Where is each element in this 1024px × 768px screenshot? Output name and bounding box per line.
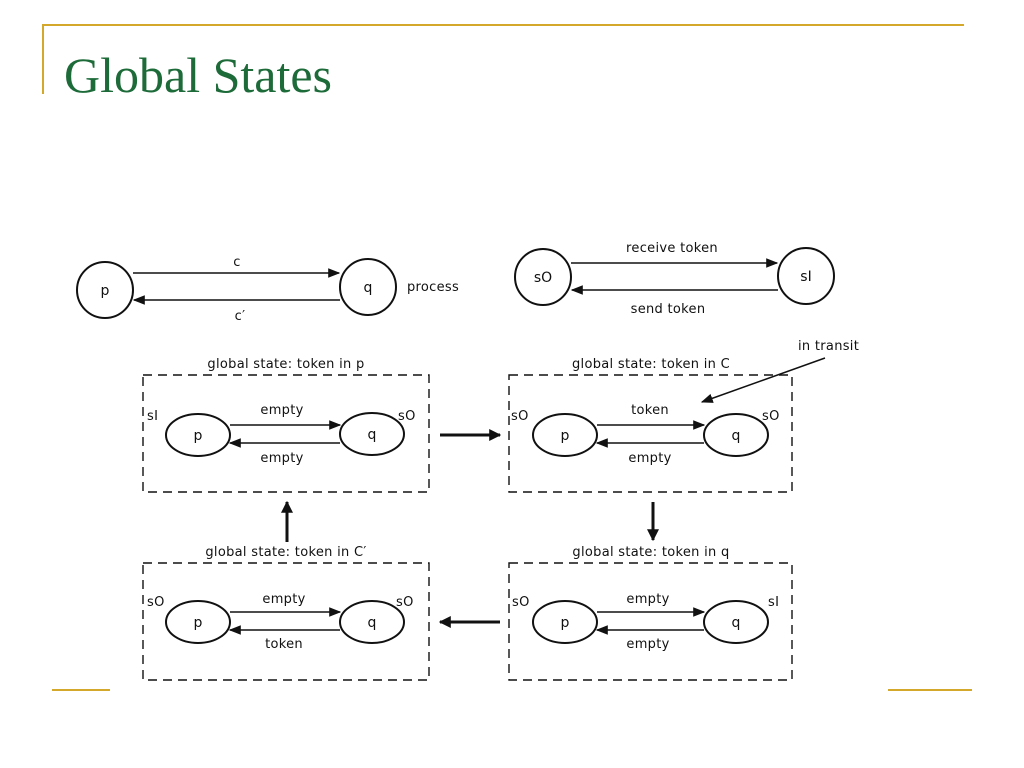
process-node-p bbox=[76, 261, 134, 319]
state-node-s1-label: sI bbox=[800, 269, 811, 285]
global-state-box bbox=[142, 374, 430, 493]
bottom-right-frame-line bbox=[888, 689, 972, 691]
process-node-q bbox=[339, 258, 397, 316]
p-state-label: sO bbox=[512, 595, 530, 610]
channel-c-label: token bbox=[631, 403, 669, 418]
state-node-s0-label: sO bbox=[534, 270, 552, 286]
global-state-title: global state: token in p bbox=[207, 357, 364, 372]
node-p bbox=[165, 600, 231, 644]
process-node-q-label: q bbox=[364, 280, 373, 296]
global-state-box bbox=[142, 562, 430, 681]
process-label: process bbox=[407, 280, 459, 295]
global-state-box bbox=[508, 374, 793, 493]
node-p-label: p bbox=[561, 428, 570, 444]
global-state-box bbox=[508, 562, 793, 681]
process-node-p-label: p bbox=[101, 283, 110, 299]
node-q-label: q bbox=[732, 428, 741, 444]
node-q bbox=[703, 600, 769, 644]
channel-c-prime-label: empty bbox=[628, 451, 671, 466]
node-q bbox=[339, 412, 405, 456]
channel-c-label: c bbox=[233, 255, 240, 270]
channel-c-prime-label: empty bbox=[626, 637, 669, 652]
q-state-label: sO bbox=[398, 409, 416, 424]
channel-c-label: empty bbox=[262, 592, 305, 607]
channel-c-label: empty bbox=[626, 592, 669, 607]
p-state-label: sO bbox=[147, 595, 165, 610]
global-state-token-in-c-prime: global state: token in C′ sO sO p q empt… bbox=[142, 545, 430, 681]
state-node-s0 bbox=[514, 248, 572, 306]
node-p-label: p bbox=[561, 615, 570, 631]
left-frame-line bbox=[42, 24, 44, 94]
node-q-label: q bbox=[732, 615, 741, 631]
process-diagram: p q c c′ process bbox=[76, 255, 459, 324]
global-state-token-in-q: global state: token in q sO sI p q empty… bbox=[508, 545, 793, 681]
q-state-label: sO bbox=[762, 409, 780, 424]
slide-title: Global States bbox=[64, 47, 333, 103]
node-q bbox=[703, 413, 769, 457]
node-q bbox=[339, 600, 405, 644]
q-state-label: sI bbox=[768, 595, 779, 610]
channel-c-prime-label: token bbox=[265, 637, 303, 652]
token-state-machine: sO sI receive token send token bbox=[514, 241, 835, 317]
p-state-label: sI bbox=[147, 409, 158, 424]
receive-token-label: receive token bbox=[626, 241, 718, 256]
send-token-label: send token bbox=[631, 302, 706, 317]
node-q-label: q bbox=[368, 615, 377, 631]
global-state-title: global state: token in C bbox=[572, 357, 730, 372]
node-p bbox=[532, 413, 598, 457]
top-frame-line bbox=[42, 24, 964, 26]
node-p-label: p bbox=[194, 428, 203, 444]
global-state-title: global state: token in C′ bbox=[205, 545, 366, 560]
in-transit-pointer-arrow bbox=[700, 357, 826, 403]
node-q-label: q bbox=[368, 427, 377, 443]
global-state-token-in-p: global state: token in p sI sO p q empty… bbox=[142, 357, 430, 493]
global-state-token-in-c: global state: token in C sO sO p q token… bbox=[508, 357, 793, 493]
channel-c-prime-label: empty bbox=[260, 451, 303, 466]
global-state-title: global state: token in q bbox=[572, 545, 729, 560]
p-state-label: sO bbox=[511, 409, 529, 424]
bottom-left-frame-line bbox=[52, 689, 110, 691]
node-p bbox=[532, 600, 598, 644]
q-state-label: sO bbox=[396, 595, 414, 610]
state-node-s1 bbox=[777, 247, 835, 305]
channel-c-label: empty bbox=[260, 403, 303, 418]
node-p bbox=[165, 413, 231, 457]
in-transit-annotation: in transit bbox=[798, 339, 859, 354]
node-p-label: p bbox=[194, 615, 203, 631]
channel-c-prime-label: c′ bbox=[235, 309, 246, 324]
